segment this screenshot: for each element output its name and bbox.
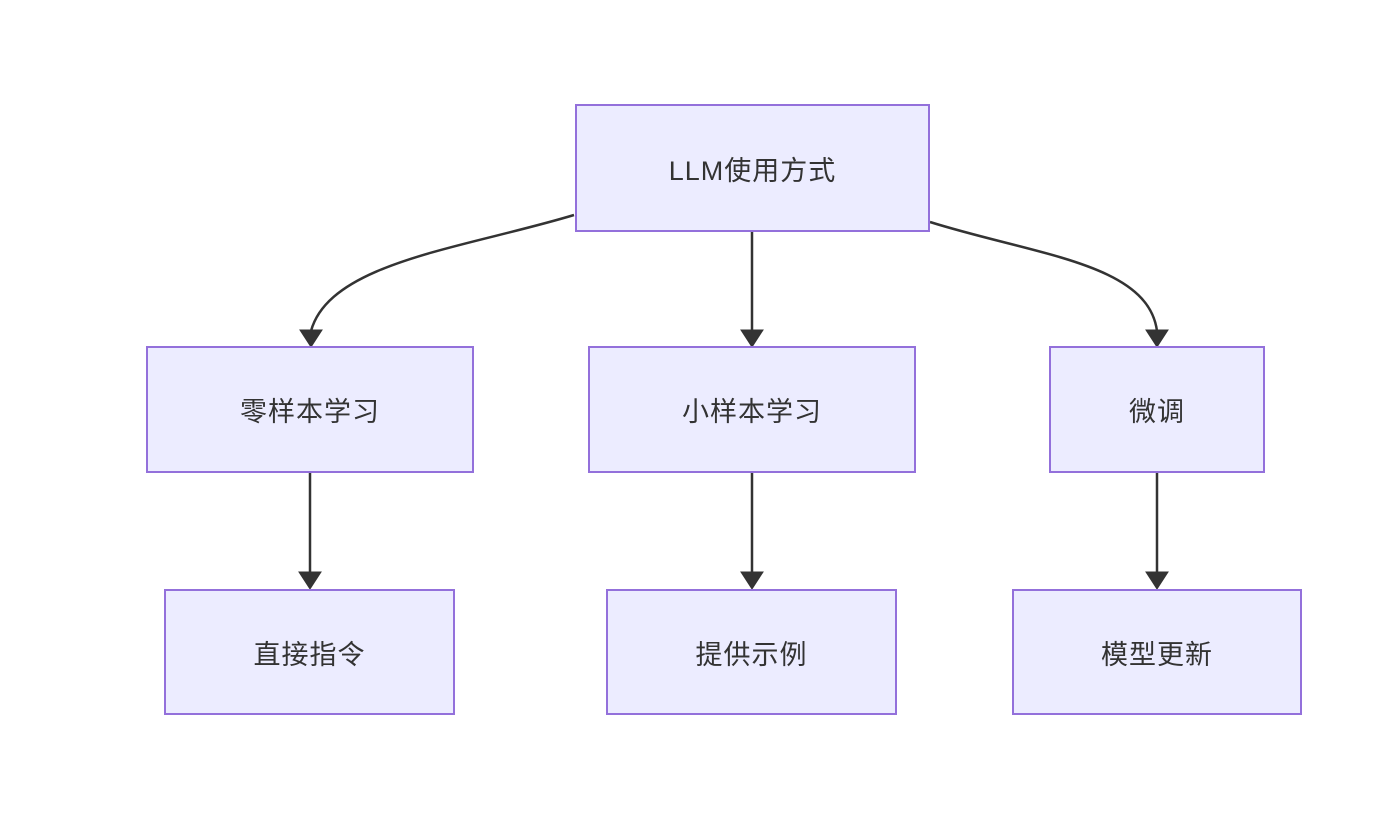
- arrowhead-provide-examples: [740, 571, 764, 590]
- node-llm-usage: LLM使用方式: [575, 104, 930, 232]
- node-fine-tuning-label: 微调: [1129, 397, 1185, 427]
- node-few-shot-learning: 小样本学习: [588, 346, 916, 473]
- arrowhead-zero-shot: [299, 329, 323, 348]
- node-few-shot-learning-label: 小样本学习: [682, 397, 822, 427]
- node-model-update: 模型更新: [1012, 589, 1302, 715]
- node-zero-shot-learning-label: 零样本学习: [240, 397, 380, 427]
- node-model-update-label: 模型更新: [1101, 639, 1213, 670]
- arrowhead-fine-tuning: [1145, 329, 1169, 348]
- node-provide-examples: 提供示例: [606, 589, 897, 715]
- node-fine-tuning: 微调: [1049, 346, 1265, 473]
- arrowhead-model-update: [1145, 571, 1169, 590]
- edge-llm-usage-to-zero-shot: [309, 213, 575, 332]
- node-provide-examples-label: 提供示例: [695, 639, 808, 670]
- node-llm-usage-label: LLM使用方式: [668, 155, 837, 186]
- node-direct-instruction: 直接指令: [164, 589, 455, 715]
- edge-llm-usage-to-fine-tuning: [929, 220, 1159, 332]
- node-zero-shot-learning: 零样本学习: [146, 346, 474, 473]
- node-direct-instruction-label: 直接指令: [253, 639, 366, 670]
- arrowhead-direct-instruction: [298, 571, 322, 590]
- arrowhead-few-shot: [740, 329, 764, 348]
